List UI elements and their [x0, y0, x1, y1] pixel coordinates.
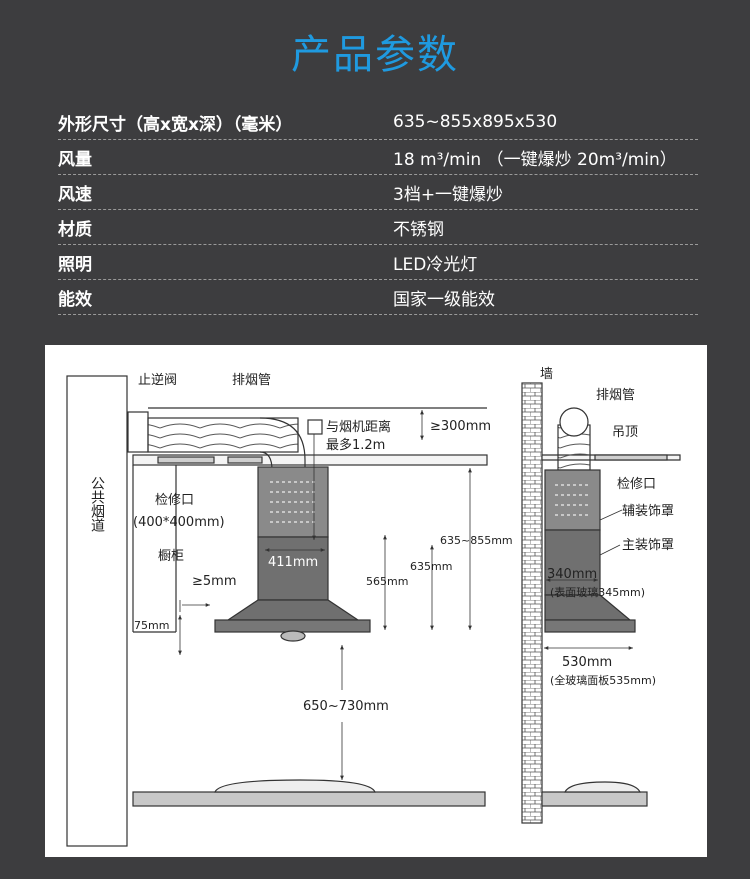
cook-distance-label: 650~730mm [303, 699, 389, 714]
ceiling-board [132, 454, 488, 466]
spec-row-dimensions: 外形尺寸（高x宽x深）（毫米） 635~855x895x530 [58, 105, 698, 140]
side-view [521, 382, 681, 824]
spec-value: 635~855x895x530 [393, 112, 558, 132]
cabinet-label: 橱柜 [158, 549, 184, 564]
spec-row-efficiency: 能效 国家一级能效 [58, 280, 698, 315]
spec-key: 能效 [58, 289, 92, 310]
ceiling-height-label: ≥300mm [430, 419, 491, 434]
side-ceiling-label: 吊顶 [612, 425, 638, 440]
stove [214, 779, 376, 793]
spec-value: LED冷光灯 [393, 254, 478, 275]
width-411-label: 411mm [268, 555, 318, 570]
aux-cover-label: 辅装饰罩 [622, 504, 674, 519]
check-valve [127, 411, 149, 453]
countertop [132, 791, 486, 807]
exhaust-pipe-horizontal [147, 417, 299, 453]
depth-340-label: 340mm [547, 567, 597, 582]
front-dimensions [178, 410, 472, 780]
side-dimensions [544, 509, 633, 650]
side-countertop [541, 791, 648, 807]
spec-key: 照明 [58, 254, 92, 275]
access-port-label: 检修口 [155, 493, 194, 508]
public-flue [66, 375, 128, 847]
side-hood-panel [544, 619, 636, 633]
spec-value: 18 m³/min （一键爆炒 20m³/min） [393, 149, 677, 170]
check-valve-label: 止逆阀 [138, 372, 177, 388]
brick-wall [521, 382, 543, 824]
side-chimney-aux [544, 469, 601, 531]
spec-value: 3档+一键爆炒 [393, 184, 504, 205]
chimney-upper [257, 466, 329, 538]
depth-530-label: 530mm [562, 655, 612, 670]
spec-row-lighting: 照明 LED冷光灯 [58, 245, 698, 280]
gap-label: ≥5mm [192, 574, 237, 589]
exhaust-pipe-label: 排烟管 [232, 373, 271, 388]
spec-key: 材质 [58, 219, 92, 240]
depth-530-note: (全玻璃面板535mm) [550, 673, 656, 687]
side-labels: 墙 排烟管 吊顶 检修口 辅装饰罩 主装饰罩 340mm (表面玻璃345mm)… [540, 367, 674, 687]
note-line1: 与烟机距离 [326, 419, 391, 435]
spec-value: 国家一级能效 [393, 289, 495, 310]
wall-label: 墙 [540, 367, 553, 382]
page-title: 产品参数 [291, 32, 459, 78]
spec-key: 风量 [58, 149, 92, 170]
side-access-label: 检修口 [617, 477, 656, 492]
side-exhaust-label: 排烟管 [596, 388, 635, 403]
cabinet-offset-label: 75mm [134, 619, 169, 632]
spec-row-speed: 风速 3档+一键爆炒 [58, 175, 698, 210]
height-635-label: 635mm [410, 560, 452, 573]
main-cover-label: 主装饰罩 [622, 538, 674, 553]
spec-value: 不锈钢 [393, 219, 444, 240]
spec-key: 风速 [58, 184, 92, 205]
spec-table: 外形尺寸（高x宽x深）（毫米） 635~855x895x530 风量 18 m³… [58, 105, 698, 315]
spec-row-material: 材质 不锈钢 [58, 210, 698, 245]
public-flue-label: 公共烟道 [89, 476, 105, 533]
front-view [66, 375, 488, 847]
depth-340-note: (表面玻璃345mm) [550, 585, 645, 599]
hood-panel [214, 619, 371, 633]
height-565-label: 565mm [366, 575, 408, 588]
spec-row-airflow: 风量 18 m³/min （一键爆炒 20m³/min） [58, 140, 698, 175]
note-line2: 最多1.2m [326, 437, 385, 453]
access-size-label: (400*400mm) [133, 515, 225, 530]
front-labels: 止逆阀 排烟管 公共烟道 检修口 (400*400mm) 橱柜 ≥5mm 75m… [89, 372, 513, 714]
height-range-label: 635~855mm [440, 534, 513, 547]
spec-key: 外形尺寸（高x宽x深）（毫米） [58, 114, 293, 135]
